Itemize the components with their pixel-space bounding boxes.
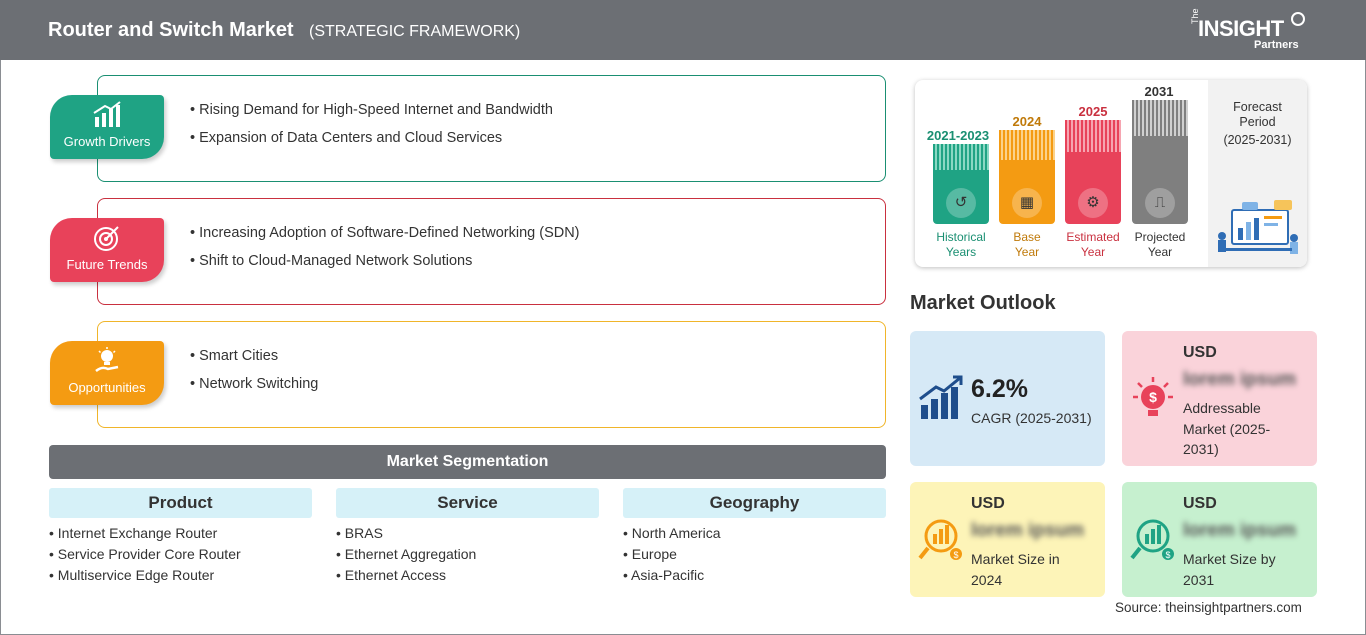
forecast-label: Forecast xyxy=(1233,100,1282,114)
growth-drivers-label: Growth Drivers xyxy=(63,134,151,149)
list-item: Rising Demand for High-Speed Internet an… xyxy=(190,96,553,124)
segment-head: Product xyxy=(49,488,312,518)
svg-text:$: $ xyxy=(1165,550,1170,560)
lightbulb-hand-icon xyxy=(50,347,164,375)
forecast-period: (2025-2031) xyxy=(1223,133,1292,147)
timeline-bar-estimated: ⚙ xyxy=(1065,120,1121,224)
growth-chart-icon xyxy=(919,375,963,419)
list-item: Multiservice Edge Router xyxy=(49,565,312,586)
future-trends-badge: Future Trends xyxy=(50,218,164,282)
projection-icon: ⎍ xyxy=(1145,188,1175,218)
growth-drivers-badge: Growth Drivers xyxy=(50,95,164,159)
coin-chart-icon: $ xyxy=(918,519,962,560)
history-icon: ↺ xyxy=(946,188,976,218)
coin-chart-icon: $ xyxy=(1130,519,1174,560)
logo-name: INSIGHT xyxy=(1198,16,1284,41)
addressable-value: lorem ipsum xyxy=(1183,369,1296,390)
list-item: Ethernet Aggregation xyxy=(336,544,599,565)
list-item: Internet Exchange Router xyxy=(49,523,312,544)
list-item: Expansion of Data Centers and Cloud Serv… xyxy=(190,124,553,152)
calendar-icon: ▦ xyxy=(1012,188,1042,218)
logo-ring-icon xyxy=(1291,12,1305,26)
growth-drivers-card: Rising Demand for High-Speed Internet an… xyxy=(97,75,886,182)
growth-drivers-list: Rising Demand for High-Speed Internet an… xyxy=(190,96,553,152)
page-subtitle: (STRATEGIC FRAMEWORK) xyxy=(309,23,521,40)
timeline-year: 2031 xyxy=(1144,84,1174,99)
usd-label: USD xyxy=(971,495,1005,512)
usd-label: USD xyxy=(1183,344,1217,361)
segment-service: Service BRAS Ethernet Aggregation Ethern… xyxy=(336,488,599,586)
timeline-bar-projected: ⎍ xyxy=(1132,100,1188,224)
future-trends-list: Increasing Adoption of Software-Defined … xyxy=(190,219,580,275)
opportunities-list: Smart Cities Network Switching xyxy=(190,342,318,398)
timeline-year: 2024 xyxy=(1012,114,1042,129)
cagr-label: CAGR (2025-2031) xyxy=(971,410,1092,426)
insight-partners-logo[interactable]: The INSIGHT Partners xyxy=(1188,8,1313,54)
forecast-label: Period xyxy=(1239,115,1276,129)
svg-text:$: $ xyxy=(953,550,958,560)
opportunities-badge: Opportunities xyxy=(50,341,164,405)
forecast-panel: Forecast Period (2025-2031) xyxy=(1208,80,1307,267)
timeline-bar-historical: ↺ xyxy=(933,144,989,224)
opportunities-label: Opportunities xyxy=(68,380,146,395)
timeline-year: 2021-2023 xyxy=(926,128,990,143)
growth-chart-icon xyxy=(50,101,164,129)
segment-head: Geography xyxy=(623,488,886,518)
logo-suffix: Partners xyxy=(1254,39,1299,51)
outlook-title: Market Outlook xyxy=(910,292,1056,314)
list-item: Smart Cities xyxy=(190,342,318,370)
source-credit: Source: theinsightpartners.com xyxy=(1115,600,1302,615)
page-title: Router and Switch Market xyxy=(48,19,294,41)
list-item: Shift to Cloud-Managed Network Solutions xyxy=(190,247,580,275)
segment-head: Service xyxy=(336,488,599,518)
list-item: BRAS xyxy=(336,523,599,544)
future-trends-card: Increasing Adoption of Software-Defined … xyxy=(97,198,886,305)
future-trends-label: Future Trends xyxy=(66,257,148,272)
usd-label: USD xyxy=(1183,495,1217,512)
target-icon xyxy=(50,224,164,252)
cagr-value: 6.2% xyxy=(971,375,1028,403)
list-item: North America xyxy=(623,523,886,544)
list-item: Asia-Pacific xyxy=(623,565,886,586)
list-item: Increasing Adoption of Software-Defined … xyxy=(190,219,579,247)
timeline-year: 2025 xyxy=(1078,104,1108,119)
opportunities-card: Smart Cities Network Switching xyxy=(97,321,886,428)
dollar-bulb-icon: $ xyxy=(1133,377,1173,416)
segment-geography: Geography North America Europe Asia-Paci… xyxy=(623,488,886,586)
segmentation-title: Market Segmentation xyxy=(49,445,886,479)
estimate-icon: ⚙ xyxy=(1078,188,1108,218)
timeline-bar-base: ▦ xyxy=(999,130,1055,224)
segment-product: Product Internet Exchange Router Service… xyxy=(49,488,312,586)
list-item: Ethernet Access xyxy=(336,565,599,586)
list-item: Network Switching xyxy=(190,370,318,398)
list-item: Service Provider Core Router xyxy=(49,544,312,565)
list-item: Europe xyxy=(623,544,886,565)
svg-text:$: $ xyxy=(1149,389,1157,405)
cagr-tile: 6.2% CAGR (2025-2031) xyxy=(910,331,1105,466)
market-size-2031-value: lorem ipsum xyxy=(1183,520,1296,541)
header-bar: Router and Switch Market (STRATEGIC FRAM… xyxy=(0,0,1366,60)
forecast-illustration-icon xyxy=(1218,200,1298,254)
market-size-2024-value: lorem ipsum xyxy=(971,520,1084,541)
